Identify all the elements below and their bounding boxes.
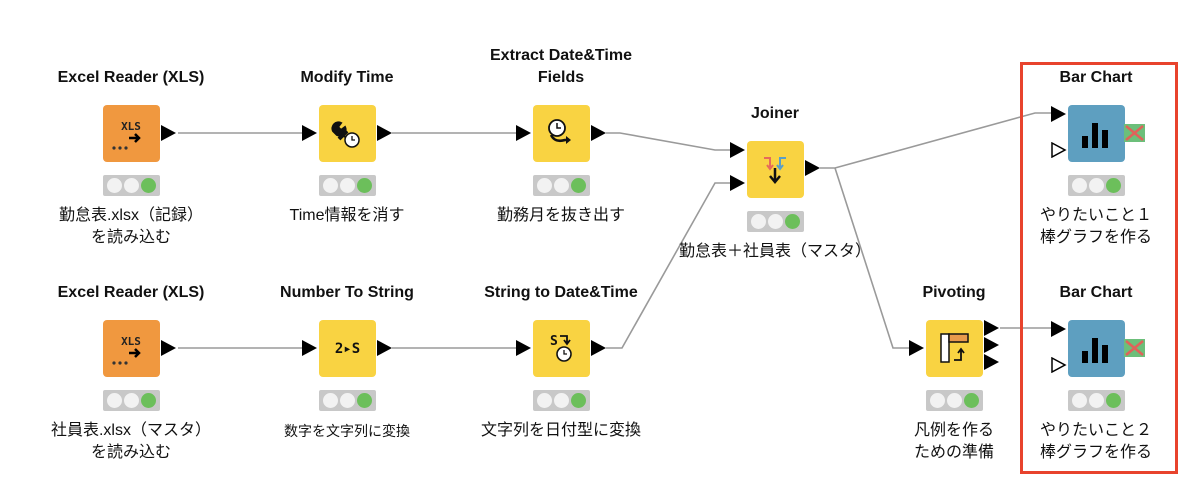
input-port-left[interactable] <box>730 142 745 158</box>
node-box[interactable]: XLS <box>103 320 160 377</box>
output-port[interactable] <box>377 125 392 141</box>
svg-text:S: S <box>550 334 558 349</box>
status-traffic-light <box>533 390 590 411</box>
node-box[interactable] <box>926 320 983 377</box>
input-port-optional[interactable] <box>1051 142 1067 158</box>
node-annotation[interactable]: やりたいこと１ 棒グラフを作る <box>1039 207 1152 246</box>
input-port-optional[interactable] <box>1051 357 1067 373</box>
output-port[interactable] <box>161 125 176 141</box>
output-port[interactable] <box>377 340 392 356</box>
status-traffic-light <box>103 175 160 196</box>
node-annotation[interactable]: 数字を文字列に変換 <box>284 423 410 439</box>
output-port[interactable] <box>591 125 606 141</box>
x-icon <box>1125 340 1144 356</box>
xls-reader-icon: XLS <box>112 335 141 365</box>
node-box[interactable]: S <box>533 320 590 377</box>
node-annotation[interactable]: 勤務月を抜き出す <box>496 207 625 224</box>
status-traffic-light <box>103 390 160 411</box>
node-annotation[interactable]: 凡例を作る ための準備 <box>913 422 994 461</box>
node-box[interactable] <box>747 141 804 198</box>
status-traffic-light <box>747 211 804 232</box>
node-title: String to Date&Time <box>484 284 638 301</box>
input-port[interactable] <box>302 125 317 141</box>
input-port[interactable] <box>302 340 317 356</box>
connection-joiner-bar1[interactable] <box>820 112 1052 169</box>
node-title: Pivoting <box>922 284 986 301</box>
string-to-date-icon: S <box>550 334 572 362</box>
node-title: Excel Reader (XLS) <box>57 284 205 301</box>
connection-joiner-pivot[interactable] <box>834 167 909 349</box>
node-title: Number To String <box>280 284 414 301</box>
output-port-groups[interactable] <box>984 337 999 353</box>
node-annotation[interactable]: 勤怠表.xlsx（記録） を読み込む <box>58 207 203 246</box>
status-light-yellow <box>124 178 139 193</box>
node-annotation[interactable]: 勤怠表＋社員表（マスタ） <box>678 243 871 260</box>
node-title: Bar Chart <box>1059 69 1133 86</box>
pivot-table-icon <box>940 333 969 363</box>
status-traffic-light <box>533 175 590 196</box>
node-annotation[interactable]: 社員表.xlsx（マスタ） を読み込む <box>50 422 211 461</box>
input-port[interactable] <box>516 125 531 141</box>
status-light-green <box>141 178 156 193</box>
node-title: Joiner <box>750 105 799 122</box>
view-port-inactive[interactable] <box>1124 124 1145 142</box>
status-light-red <box>107 178 122 193</box>
output-port[interactable] <box>591 340 606 356</box>
node-title: Excel Reader (XLS) <box>57 69 205 86</box>
status-traffic-light <box>319 175 376 196</box>
output-port[interactable] <box>161 340 176 356</box>
node-title: Modify Time <box>300 69 394 86</box>
node-box[interactable] <box>1068 320 1125 377</box>
output-port-totals[interactable] <box>984 354 999 370</box>
clock-arrow-icon <box>548 119 571 144</box>
view-port-inactive[interactable] <box>1124 339 1145 357</box>
wrench-clock-icon <box>331 121 360 148</box>
number-to-string-icon: 2▸S <box>334 340 361 357</box>
xls-reader-icon: XLS <box>112 120 141 150</box>
bar-chart-icon <box>1082 338 1108 363</box>
x-icon <box>1125 125 1144 141</box>
connection-extract-joiner[interactable] <box>606 132 731 151</box>
status-traffic-light <box>1068 390 1125 411</box>
bar-chart-icon <box>1082 123 1108 148</box>
output-port-pivot-table[interactable] <box>984 320 999 336</box>
join-arrows-icon <box>764 157 786 184</box>
input-port-data[interactable] <box>1051 106 1066 122</box>
node-box[interactable] <box>1068 105 1125 162</box>
status-traffic-light <box>1068 175 1125 196</box>
node-annotation[interactable]: やりたいこと２ 棒グラフを作る <box>1039 422 1152 461</box>
input-port-data[interactable] <box>1051 321 1066 337</box>
node-box[interactable] <box>319 105 376 162</box>
status-traffic-light <box>926 390 983 411</box>
node-title: Extract Date&Time Fields <box>490 47 632 86</box>
node-title: Bar Chart <box>1059 284 1133 301</box>
connection-str2dt-joiner[interactable] <box>606 182 731 349</box>
svg-text:XLS: XLS <box>121 120 141 133</box>
input-port[interactable] <box>516 340 531 356</box>
output-port[interactable] <box>805 160 820 176</box>
node-box[interactable]: 2▸S <box>319 320 376 377</box>
node-box[interactable] <box>533 105 590 162</box>
node-box[interactable]: XLS <box>103 105 160 162</box>
input-port-right[interactable] <box>730 175 745 191</box>
input-port[interactable] <box>909 340 924 356</box>
highlight-box-bar-charts <box>1020 62 1178 474</box>
status-traffic-light <box>319 390 376 411</box>
node-annotation[interactable]: 文字列を日付型に変換 <box>480 422 641 439</box>
node-annotation[interactable]: Time情報を消す <box>289 207 405 224</box>
svg-text:XLS: XLS <box>121 335 141 348</box>
